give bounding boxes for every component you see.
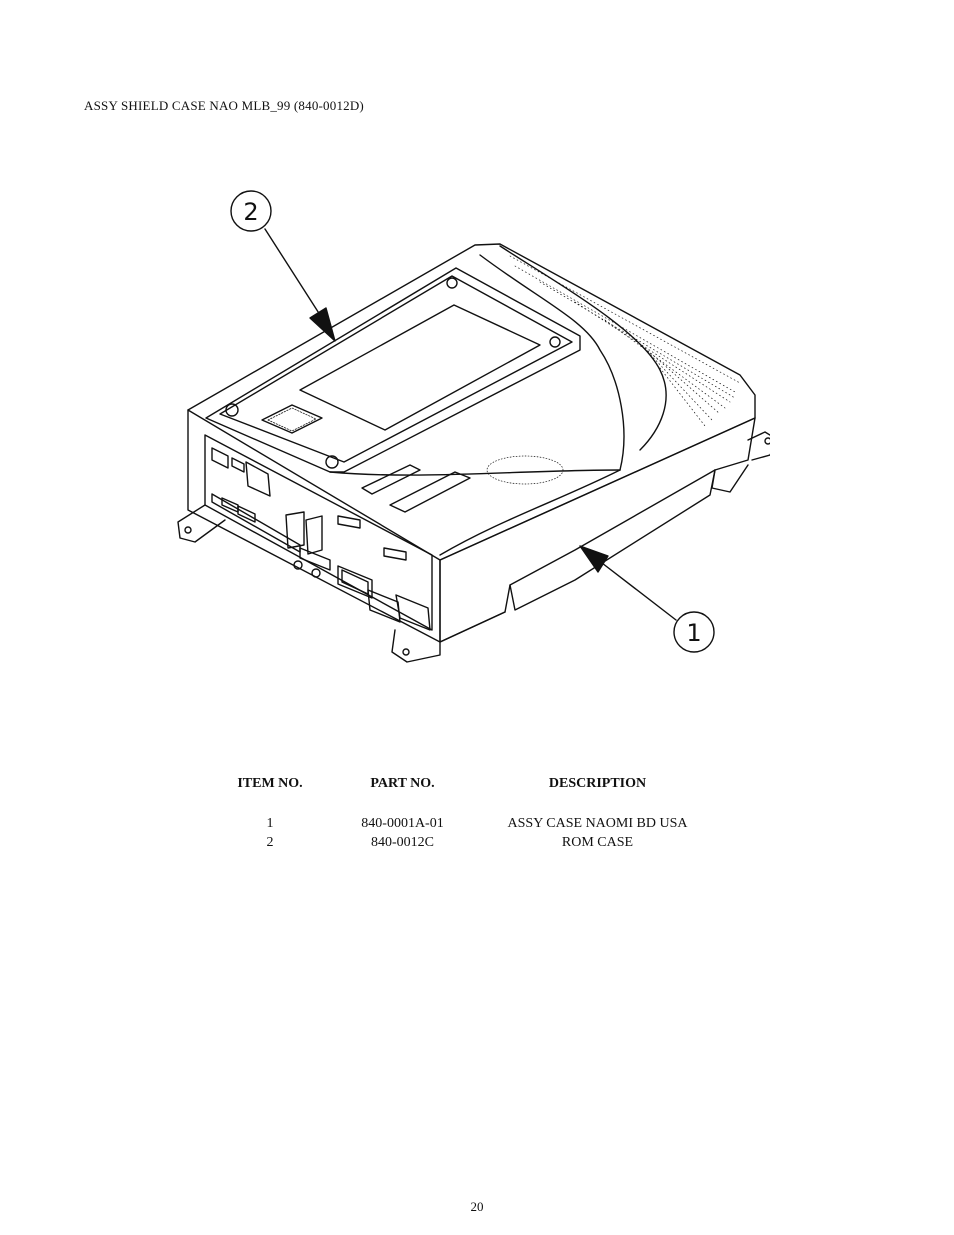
rom-case [205,267,581,473]
callout-2-label: 2 [243,198,258,226]
page-number: 20 [470,1199,484,1214]
cell-item-no: 2 [266,834,274,850]
cell-part-no: 840-0012C [371,834,434,850]
shield-case-illustration: 2 1 [177,190,770,663]
cell-description: ASSY CASE NAOMI BD USA [507,815,688,831]
parts-table: ITEM NO. PART NO. DESCRIPTION 1 840-0001… [205,776,725,852]
table-row: 2 840-0012C ROM CASE [205,833,725,852]
header-item-no: ITEM NO. [237,776,303,791]
callout-rom-case: 2 [230,190,336,342]
table-row: 1 840-0001A-01 ASSY CASE NAOMI BD USA [205,814,725,833]
header-description: DESCRIPTION [548,776,647,791]
connector-panel [204,434,433,631]
callout-naomi-case: 1 [579,545,715,653]
parts-table-header-row: ITEM NO. PART NO. DESCRIPTION [205,776,725,814]
raised-section [329,245,741,556]
cell-part-no: 840-0001A-01 [361,815,444,831]
page-heading: ASSY SHIELD CASE NAO MLB_99 (840-0012D) [84,98,364,113]
callout-1-label: 1 [686,619,701,647]
cell-description: ROM CASE [561,834,634,850]
cell-item-no: 1 [266,815,274,831]
base-case [177,243,770,663]
header-part-no: PART NO. [370,776,435,791]
